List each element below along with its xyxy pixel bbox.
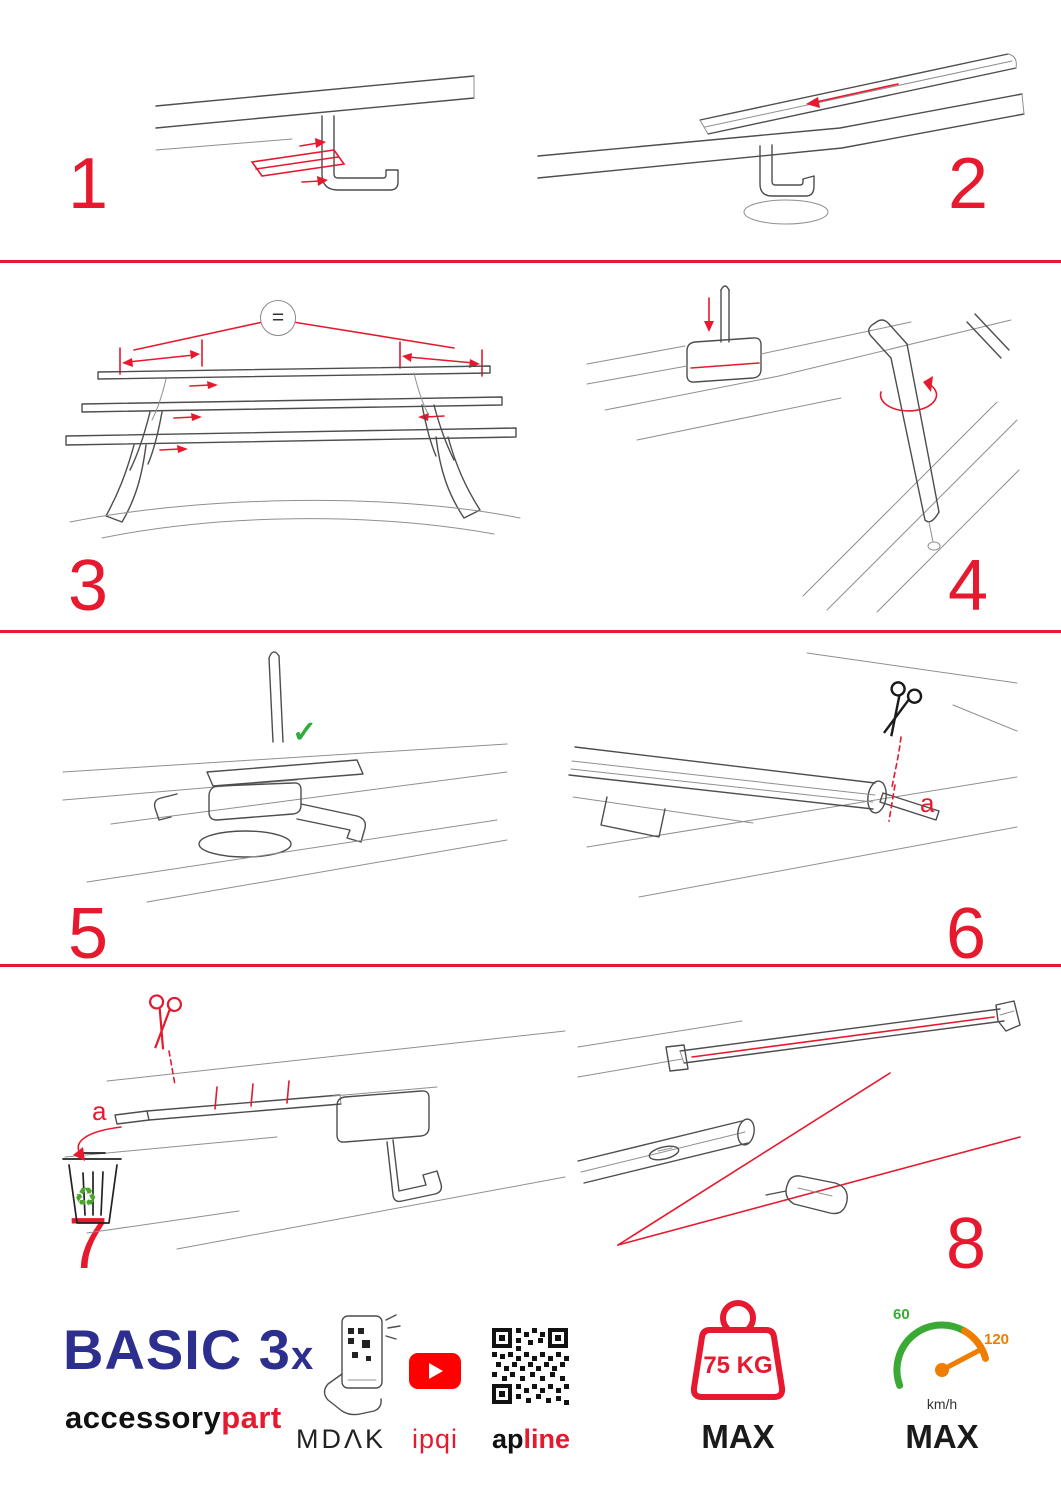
- step-7-drawing: [62, 994, 566, 1250]
- scissors-icon: [148, 994, 183, 1050]
- section-divider: [0, 630, 1061, 633]
- allen-key: [868, 319, 940, 523]
- equal-sign: =: [271, 306, 285, 329]
- weight-max-label: MAX: [701, 1418, 775, 1455]
- weight-limit-icon: [690, 1300, 786, 1400]
- phone-qr-icon: [323, 1314, 401, 1416]
- speed-high-label: 120: [984, 1331, 1010, 1348]
- partner-mdak: MDΛK: [296, 1424, 387, 1454]
- speed-max-label: MAX: [905, 1418, 979, 1455]
- step-2-drawing: [537, 53, 1025, 225]
- partner-apline-right: line: [523, 1424, 571, 1454]
- equal-spacing-badge: =: [260, 300, 296, 336]
- partner-ipqi: ipqi: [412, 1424, 459, 1454]
- brand-subtitle: accessorypart: [65, 1400, 282, 1436]
- step-3-drawing: [65, 321, 521, 539]
- recycle-icon: ♻: [74, 1182, 98, 1212]
- brand-title-suffix: x: [290, 1334, 314, 1378]
- brand-title: BASIC 3: [63, 1318, 291, 1381]
- step-6-number: 6: [946, 894, 987, 974]
- trash-icon: [62, 1152, 122, 1224]
- step-4-number: 4: [948, 546, 989, 626]
- partner-apline: apline: [492, 1424, 570, 1455]
- weight-limit-value: 75 KG: [703, 1352, 773, 1379]
- section-divider: [0, 260, 1061, 263]
- cut-label-a: a: [92, 1096, 107, 1126]
- speed-low-label: 60: [893, 1306, 910, 1323]
- cut-label-a: a: [920, 788, 935, 818]
- speedometer-icon: [893, 1321, 989, 1389]
- step-7-number: 7: [68, 1204, 109, 1284]
- scissors-icon: [882, 681, 923, 737]
- brand-subtitle-left: accessory: [65, 1400, 222, 1435]
- speed-unit-label: km/h: [926, 1396, 958, 1412]
- step-3-number: 3: [68, 546, 109, 626]
- step-4-drawing: [586, 285, 1020, 613]
- step-8-number: 8: [946, 1204, 987, 1284]
- qr-code-icon: [492, 1328, 569, 1405]
- partner-apline-left: ap: [492, 1424, 524, 1454]
- step-8-drawing: [577, 1000, 1021, 1246]
- step-5-number: 5: [68, 894, 109, 974]
- check-icon: ✓: [292, 716, 318, 749]
- step-1-drawing: [155, 75, 475, 191]
- youtube-icon: [409, 1353, 461, 1389]
- step-5-drawing: [62, 651, 508, 903]
- step-6-drawing: [568, 652, 1018, 898]
- section-divider: [0, 964, 1061, 967]
- step-2-number: 2: [948, 144, 989, 224]
- step-1-number: 1: [68, 144, 109, 224]
- brand-subtitle-right: part: [221, 1400, 282, 1435]
